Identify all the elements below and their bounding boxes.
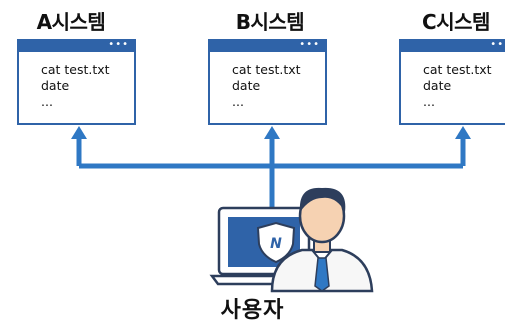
window-titlebar: ••• [19, 39, 134, 52]
shield-badge-label: N [270, 236, 282, 252]
window-titlebar: ••• [401, 39, 505, 52]
system-c-window: ••• cat test.txt date ... [399, 39, 505, 125]
command-line: cat test.txt [232, 62, 301, 77]
command-line: cat test.txt [41, 62, 110, 77]
arrow-up-c [455, 126, 471, 139]
system-a-window: ••• cat test.txt date ... [17, 39, 136, 125]
terminal-content: cat test.txt date ... [210, 52, 325, 110]
window-dots-icon: ••• [490, 39, 505, 50]
person-icon [270, 187, 374, 293]
command-line: cat test.txt [423, 62, 492, 77]
command-line: date [423, 78, 452, 93]
system-b-title: B시스템 [235, 10, 305, 34]
arrow-up-b [264, 126, 280, 139]
system-c-title: C시스템 [422, 10, 490, 34]
command-line: ... [423, 94, 435, 109]
user-label: 사용자 [220, 298, 285, 323]
command-line: ... [232, 94, 244, 109]
command-line: date [232, 78, 261, 93]
shield-icon: N [256, 221, 296, 264]
window-titlebar: ••• [210, 39, 325, 52]
command-line: ... [41, 94, 53, 109]
system-b-window: ••• cat test.txt date ... [208, 39, 327, 125]
terminal-content: cat test.txt date ... [19, 52, 134, 110]
window-dots-icon: ••• [299, 39, 320, 50]
system-a-title: A시스템 [36, 10, 106, 34]
terminal-content: cat test.txt date ... [401, 52, 505, 110]
arrow-up-a [71, 126, 87, 139]
window-dots-icon: ••• [108, 39, 129, 50]
command-line: date [41, 78, 70, 93]
